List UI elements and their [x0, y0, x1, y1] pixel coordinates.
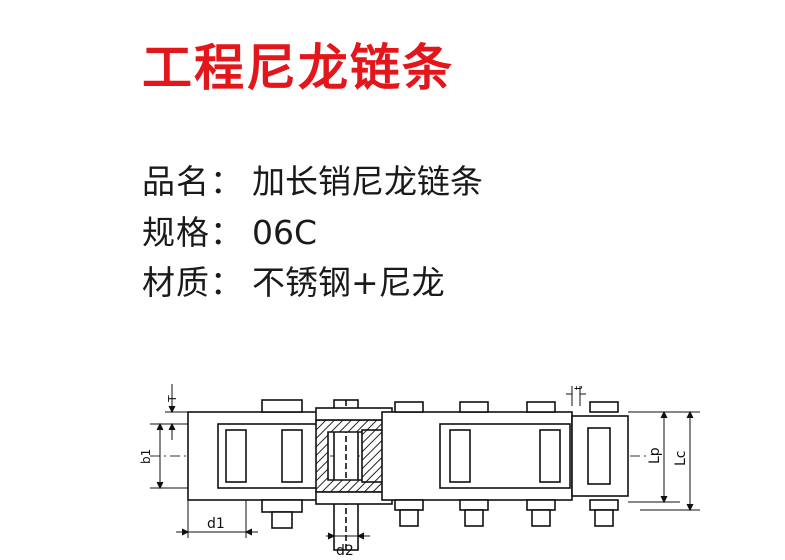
label-d1: d1	[207, 516, 225, 532]
pin	[589, 499, 619, 511]
left-bushing	[225, 429, 247, 483]
pin	[526, 401, 556, 413]
dimension-lp-lc	[628, 410, 700, 512]
pin	[459, 401, 489, 413]
left-bushing	[281, 429, 303, 483]
spec-value: 不锈钢+尼龙	[252, 263, 445, 302]
pin-head	[464, 509, 484, 527]
dimension-t-plate	[165, 384, 188, 440]
page-title: 工程尼龙链条	[142, 39, 454, 97]
spec-value: 06C	[252, 213, 318, 252]
dimension-d1	[176, 500, 258, 538]
dimension-d2	[326, 532, 370, 540]
pin-head	[399, 509, 419, 527]
pin	[459, 499, 489, 511]
label-t-small: t	[572, 385, 585, 390]
label-t: T	[166, 395, 179, 403]
spec-label: 规格：	[142, 213, 244, 252]
pin	[589, 401, 619, 413]
spec-material: 材质：不锈钢+尼龙	[142, 263, 445, 303]
bushing	[539, 429, 561, 483]
label-b1: b1	[139, 449, 153, 464]
pin-head	[531, 509, 551, 527]
bushing	[449, 429, 471, 483]
pin	[394, 499, 424, 511]
right-bushing	[587, 427, 611, 485]
chain-technical-drawing: T b1 d1 d2 Lp Lc t	[139, 384, 700, 559]
label-lc: Lc	[673, 451, 689, 467]
spec-size: 规格：06C	[142, 213, 317, 253]
pin	[394, 401, 424, 413]
spec-label: 品名：	[142, 162, 244, 201]
label-d2: d2	[336, 543, 354, 559]
spec-product-name: 品名：加长销尼龙链条	[142, 162, 483, 202]
label-lp: Lp	[647, 447, 663, 464]
pin	[261, 399, 303, 413]
pin	[526, 499, 556, 511]
pin-head	[594, 509, 614, 527]
spec-value: 加长销尼龙链条	[252, 162, 483, 201]
pin	[261, 499, 303, 513]
pin-head	[271, 511, 293, 529]
dimension-t-small	[566, 386, 586, 406]
spec-label: 材质：	[142, 263, 244, 302]
